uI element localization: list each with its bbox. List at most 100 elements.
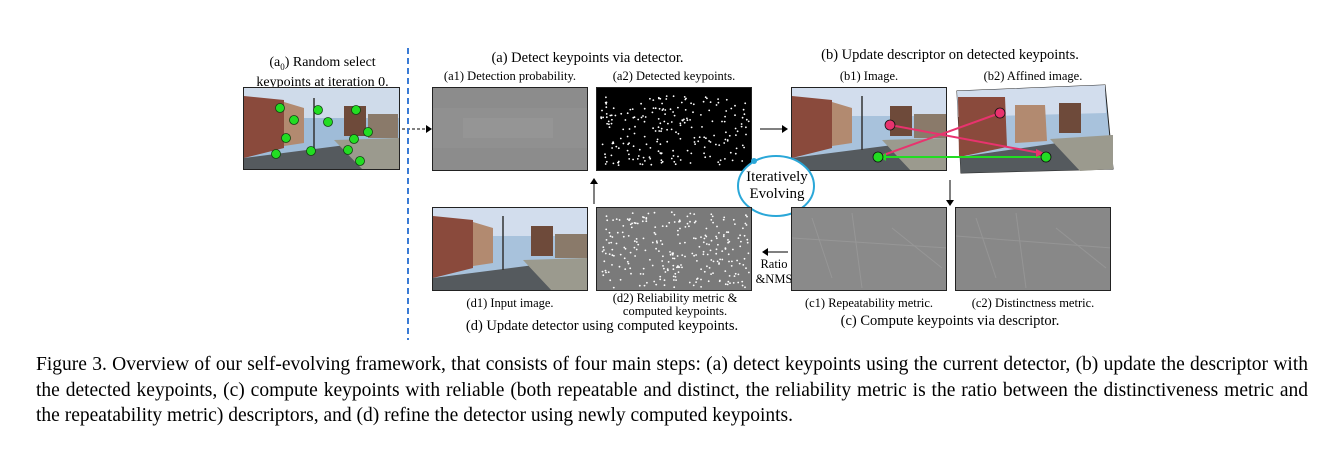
keypoint-dot <box>673 114 676 117</box>
keypoint-dot <box>604 269 607 272</box>
c2-label: (c2) Distinctness metric. <box>971 296 1095 310</box>
keypoint-dot <box>666 140 669 143</box>
keypoint-dot <box>619 137 622 140</box>
keypoint-dot <box>611 248 614 251</box>
keypoint-dot <box>730 107 733 110</box>
keypoint-dot <box>644 249 647 252</box>
keypoint-dot <box>675 279 677 281</box>
keypoint-dot <box>727 231 730 234</box>
keypoint-dot <box>674 276 677 278</box>
keypoint-dot <box>724 270 727 272</box>
keypoint-dot <box>660 152 663 154</box>
keypoint-dot <box>606 122 608 125</box>
keypoint-dot <box>633 246 636 249</box>
keypoint-dot <box>604 252 607 255</box>
keypoint-dot <box>716 260 719 263</box>
keypoint-dot <box>703 136 706 139</box>
keypoint-dot <box>660 127 663 130</box>
keypoint-dot <box>612 141 614 143</box>
keypoint-dot <box>633 116 636 119</box>
keypoint-dot <box>619 253 622 256</box>
keypoint-dot <box>678 266 681 268</box>
keypoint-dot <box>743 257 746 260</box>
keypoint-dot <box>673 257 676 260</box>
keypoint-dot <box>656 138 659 141</box>
keypoint-dot <box>649 97 651 100</box>
keypoint-dot <box>740 240 742 243</box>
keypoint-dot <box>643 135 646 138</box>
keypoint-dot <box>746 215 748 218</box>
keypoint-dot <box>639 163 642 165</box>
keypoint-dot <box>734 272 737 275</box>
keypoint-dot <box>731 260 733 263</box>
keypoint-dot <box>686 215 689 218</box>
keypoint-dot <box>661 160 664 163</box>
keypoint-dot <box>710 239 713 242</box>
a1-detection-probability-map <box>432 87 588 171</box>
keypoint-dot <box>688 225 690 228</box>
keypoint-dot <box>723 120 726 123</box>
keypoint-dot <box>642 216 644 218</box>
keypoint-dot <box>723 234 725 236</box>
keypoint-dot <box>710 273 712 275</box>
keypoint-dot <box>605 228 608 231</box>
keypoint-dot <box>738 262 741 265</box>
keypoint-dot <box>691 252 694 255</box>
keypoint-dot <box>614 114 617 117</box>
keypoint-dot <box>611 118 613 121</box>
keypoint-dot <box>677 271 680 273</box>
keypoint-dot <box>741 280 744 283</box>
keypoint-dot <box>621 231 624 234</box>
keypoint-dot <box>656 241 658 244</box>
keypoint-dot <box>624 119 627 121</box>
keypoint-dot <box>660 159 663 162</box>
keypoint-dot <box>648 156 651 158</box>
keypoint-dot <box>745 133 747 136</box>
keypoint-dot <box>634 125 636 128</box>
keypoint-dot <box>705 227 708 230</box>
keypoint-dot <box>627 262 630 265</box>
keypoint-dot <box>657 150 660 153</box>
keypoint-dot <box>657 126 660 129</box>
keypoint-dot <box>700 268 702 271</box>
keypoint-dot <box>642 156 645 159</box>
keypoint-dot <box>743 146 745 149</box>
keypoint-dot <box>737 281 740 284</box>
keypoint-dot <box>611 254 614 257</box>
keypoint-dot <box>724 115 726 118</box>
keypoint-dot <box>734 223 736 225</box>
keypoint-dot <box>671 252 674 255</box>
keypoint-dot <box>665 98 668 100</box>
a0-label: (a0) Random select keypoints at iteratio… <box>256 55 389 90</box>
keypoint-dot <box>645 220 648 223</box>
keypoint-dot <box>742 264 745 266</box>
keypoint-dot <box>622 235 625 238</box>
keypoint-dot <box>745 214 747 217</box>
keypoint-dot <box>622 225 625 227</box>
keypoint-dot <box>695 281 697 283</box>
keypoint-dot <box>631 222 633 225</box>
keypoint-dot <box>604 156 607 159</box>
keypoint-dot <box>710 213 713 216</box>
keypoint-dot <box>624 247 627 250</box>
keypoint-dot <box>673 160 676 163</box>
keypoint-dot <box>602 246 605 249</box>
keypoint-dot <box>722 235 725 238</box>
keypoint-dot <box>647 212 650 215</box>
keypoint-dot <box>706 253 709 256</box>
keypoint-dot <box>603 260 606 263</box>
keypoint-dot <box>661 260 664 262</box>
keypoint-dot <box>654 130 657 132</box>
keypoint-dot <box>746 238 749 241</box>
keypoint-dot <box>683 96 686 98</box>
keypoint-dot <box>725 131 727 134</box>
keypoint-dot <box>724 283 727 286</box>
c1-repeatability-metric-map <box>791 207 947 291</box>
keypoint-dot <box>626 260 629 263</box>
keypoint-dot <box>723 142 726 144</box>
keypoint-dot <box>608 123 610 126</box>
keypoint-dot <box>721 120 723 123</box>
keypoint-dot <box>660 161 663 164</box>
keypoint-dot <box>657 118 660 120</box>
keypoint-dot <box>728 260 730 263</box>
